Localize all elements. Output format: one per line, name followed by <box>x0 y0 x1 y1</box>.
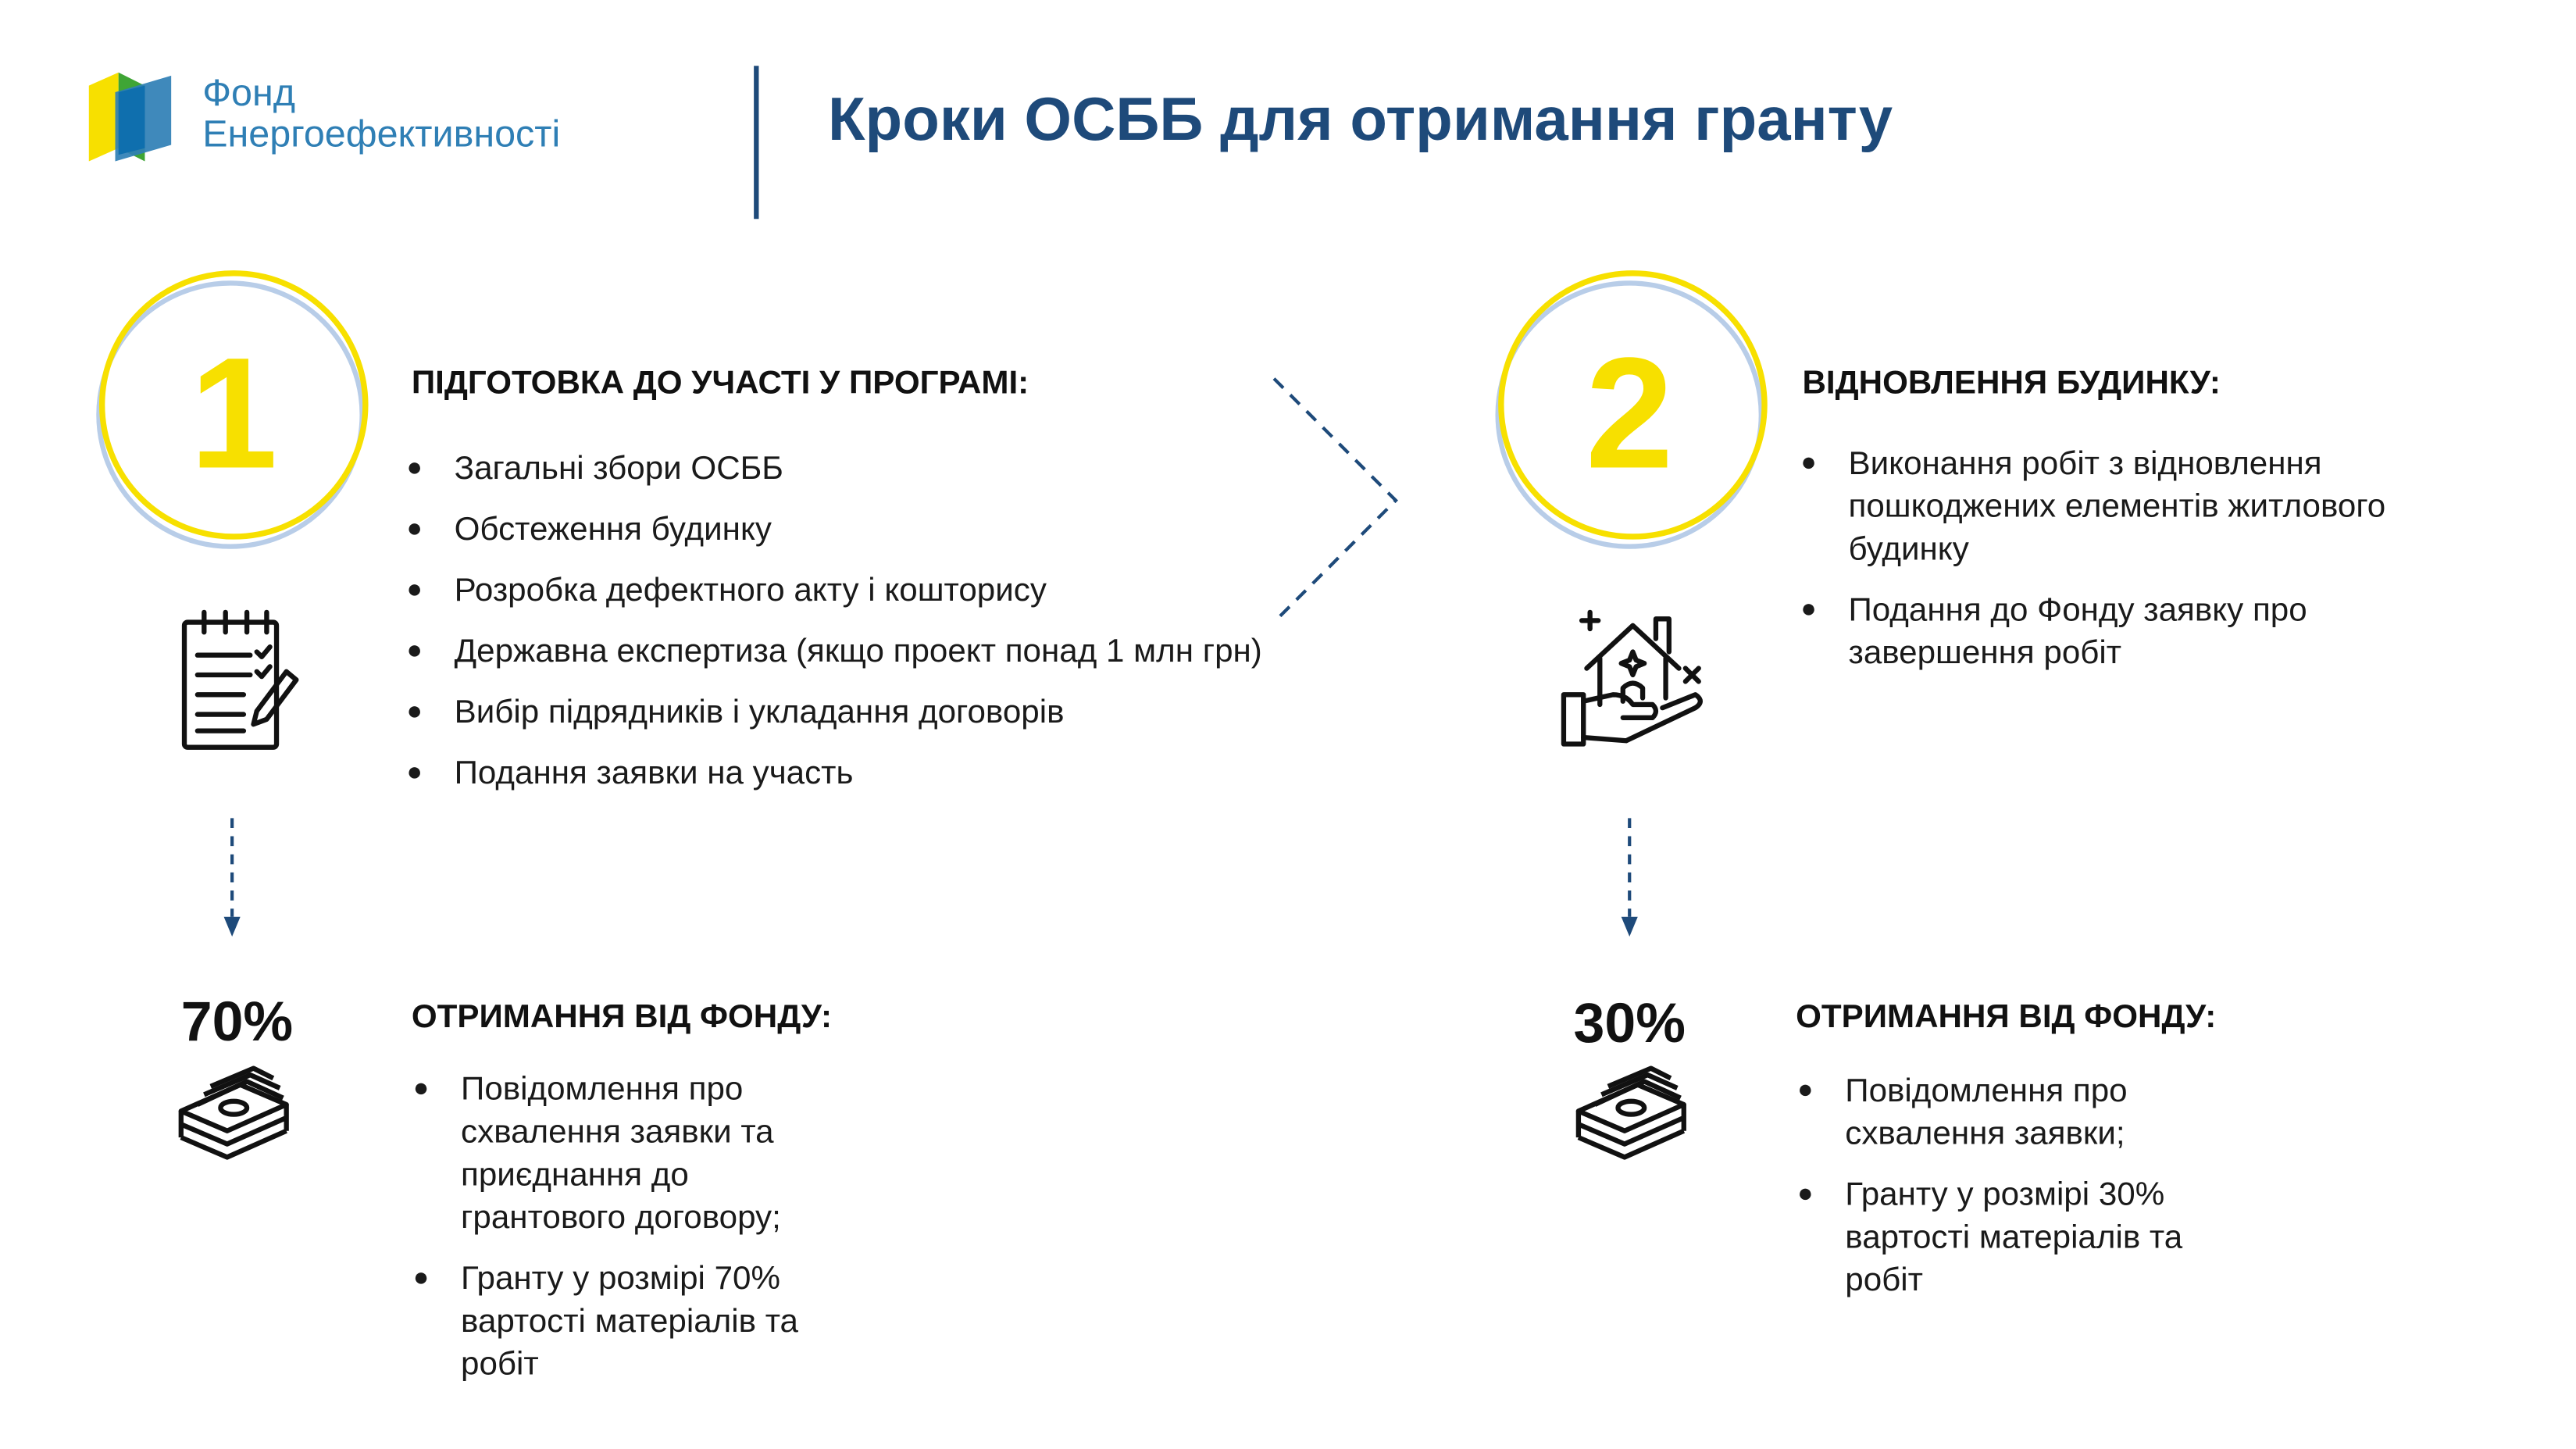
dashed-arrow-down-icon <box>1621 818 1638 937</box>
money-stack-icon <box>1575 1065 1686 1160</box>
step-2-heading: ВІДНОВЛЕННЯ БУДИНКУ: <box>1802 365 2221 402</box>
list-item: Гранту у розмірі 30% вартості матеріалів… <box>1797 1174 2192 1302</box>
list-item: Гранту у розмірі 70% вартості матеріалів… <box>413 1258 858 1386</box>
step-2-circle <box>1495 270 1768 549</box>
dashed-arrow-down-icon <box>223 818 241 937</box>
list-item: Розробка дефектного акту і кошторису <box>407 569 1279 612</box>
money-stack-icon <box>178 1065 289 1160</box>
step-1-fund-list: Повідомлення про схвалення заявки та при… <box>413 1069 858 1404</box>
house-in-hand-icon <box>1561 609 1703 747</box>
step-1-percent: 70% <box>180 990 294 1054</box>
list-item: Загальні збори ОСББ <box>407 448 1279 491</box>
list-item: Обстеження будинку <box>407 509 1279 551</box>
fund-logo-icon <box>88 72 172 162</box>
list-item: Повідомлення про схвалення заявки та при… <box>413 1069 858 1240</box>
list-item: Державна експертиза (якщо проект понад 1… <box>407 630 1279 673</box>
list-item: Вибір підрядників і укладання договорів <box>407 691 1279 734</box>
logo-wordmark: Фонд Енергоефективності <box>202 70 561 155</box>
step-1-fund-heading: ОТРИМАННЯ ВІД ФОНДУ: <box>411 999 833 1036</box>
step-1-heading: ПІДГОТОВКА ДО УЧАСТІ У ПРОГРАМІ: <box>411 365 1029 402</box>
step-2-fund-heading: ОТРИМАННЯ ВІД ФОНДУ: <box>1796 999 2217 1036</box>
list-item: Виконання робіт з відновлення пошкоджени… <box>1800 443 2492 571</box>
page-title: Кроки ОСББ для отримання гранту <box>827 85 1893 153</box>
header-divider <box>754 66 759 219</box>
step-2-number: 2 <box>1585 326 1674 502</box>
logo-line-2: Енергоефективності <box>202 112 561 155</box>
step-1-number: 1 <box>189 326 278 502</box>
step-2-list: Виконання робіт з відновлення пошкоджени… <box>1800 443 2492 693</box>
list-item: Подання до Фонду заявку про завершення р… <box>1800 589 2492 675</box>
step-2-fund-list: Повідомлення про схвалення заявки; Грант… <box>1797 1070 2192 1320</box>
step-2-percent: 30% <box>1573 992 1686 1055</box>
dashed-chevron-right-icon <box>1272 377 1398 624</box>
list-item: Подання заявки на участь <box>407 752 1279 795</box>
logo-line-1: Фонд <box>202 70 296 114</box>
step-1-list: Загальні збори ОСББ Обстеження будинку Р… <box>407 448 1279 813</box>
step-1-circle <box>96 270 369 549</box>
checklist-icon <box>181 609 299 750</box>
list-item: Повідомлення про схвалення заявки; <box>1797 1070 2192 1156</box>
